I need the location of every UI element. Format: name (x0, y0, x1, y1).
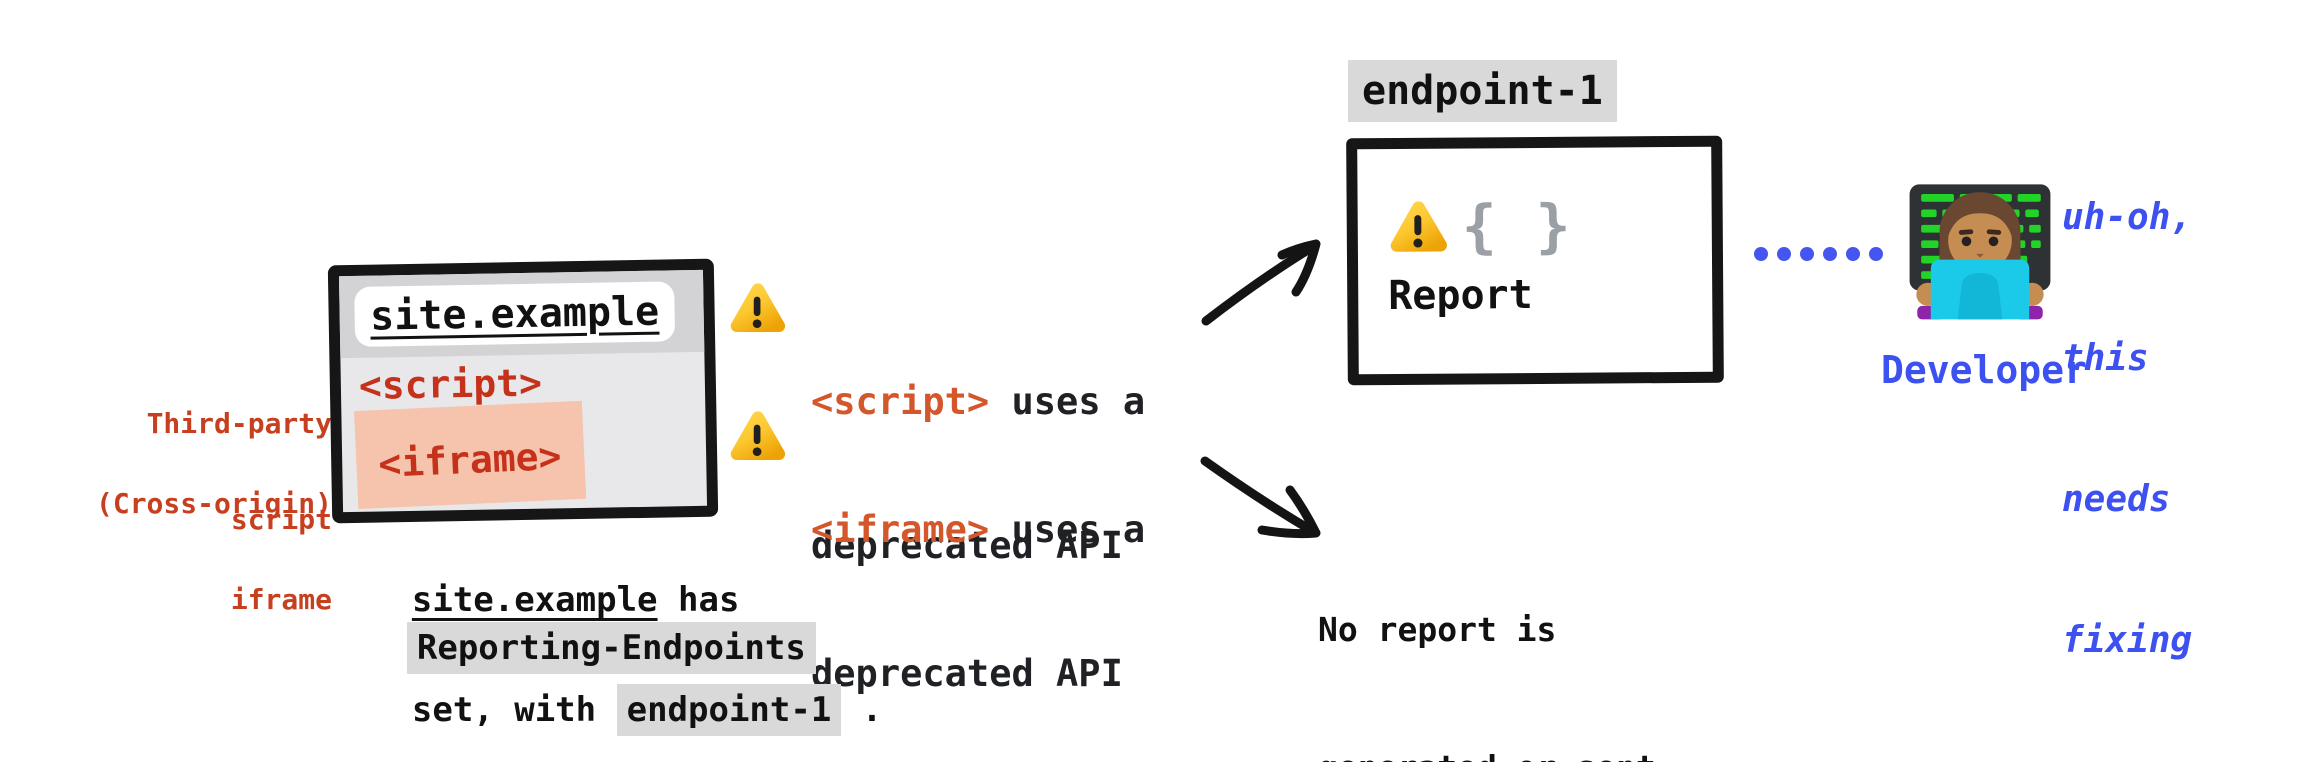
arrow-script-to-endpoint (1201, 243, 1316, 326)
warning-icon (1388, 197, 1448, 257)
caption-set-with: set, with (411, 690, 617, 730)
speech-line: needs (2062, 479, 2171, 520)
caption-line-2: Reporting-Endpoints (325, 588, 816, 708)
address-bar: site.example (354, 281, 676, 347)
caption-site-url: site.example (411, 580, 658, 620)
warning-line-1: <script> uses a (811, 378, 1145, 426)
annotation-line: script (230, 503, 332, 536)
arrow-iframe-head (1257, 485, 1321, 539)
endpoint-chip: endpoint-1 (616, 684, 842, 736)
json-braces: { } (1461, 191, 1573, 261)
dot (1846, 247, 1860, 261)
developer-speech: uh-oh, this needs fixing (2062, 100, 2192, 758)
warning-line-2: deprecated API (811, 524, 1123, 567)
caption-has: has (657, 580, 740, 620)
warning-icon (728, 407, 786, 465)
caption-line-1: site.example has (330, 540, 740, 660)
warning-icon (728, 279, 786, 337)
browser-titlebar: site.example (338, 269, 705, 359)
dot (1869, 247, 1883, 261)
warning-iframe-text: <iframe> uses a deprecated API (811, 410, 1145, 762)
dot (1823, 247, 1837, 261)
no-report-text: No report is generated or sent. (1318, 515, 1676, 762)
warning-script-text: <script> uses a deprecated API (811, 282, 1145, 666)
warning-suffix: uses a (989, 508, 1146, 551)
annotation-third-party-script: Third-party script (60, 344, 332, 600)
arrow-script-head (1277, 239, 1321, 297)
site-url: site.example (369, 288, 660, 340)
arrow-iframe-to-noreport (1200, 456, 1314, 534)
warning-line-2: deprecated API (811, 652, 1123, 695)
report-row: { } (1388, 192, 1573, 261)
developer-label: Developer (1881, 348, 2087, 392)
no-report-line-1: No report is (1318, 610, 1557, 649)
speech-line: this (2062, 338, 2149, 379)
dot (1754, 247, 1768, 261)
script-tag-text: <script> (358, 360, 543, 408)
report-box: { } Report (1346, 135, 1724, 386)
endpoint-label: endpoint-1 (1348, 60, 1617, 122)
speech-line: fixing (2062, 620, 2193, 661)
annotation-line: (Cross-origin) (95, 487, 332, 520)
iframe-tag-inline: <iframe> (811, 508, 990, 551)
annotation-line: iframe (230, 583, 332, 616)
annotation-line: Third-party (146, 407, 332, 440)
report-label: Report (1388, 272, 1533, 320)
reporting-endpoints-chip: Reporting-Endpoints (406, 622, 816, 674)
woman-technologist-emoji (1898, 174, 2062, 324)
caption-period: . (841, 690, 883, 730)
caption-line-3: set, with endpoint-1 . (330, 650, 882, 762)
script-tag-inline: <script> (811, 380, 990, 423)
iframe-highlight: <iframe> (354, 400, 587, 510)
no-report-line-2: generated or sent. (1318, 745, 1676, 762)
dot (1800, 247, 1814, 261)
warning-suffix: uses a (989, 380, 1146, 423)
speech-line: uh-oh, (2062, 197, 2193, 238)
warning-line-1: <iframe> uses a (811, 506, 1145, 554)
dotted-line (1754, 247, 1883, 261)
annotation-cross-origin-iframe: (Cross-origin) iframe (60, 424, 332, 680)
iframe-tag-text: <iframe> (377, 433, 563, 487)
browser-window: site.example <script> <iframe> (327, 258, 719, 524)
dot (1777, 247, 1791, 261)
